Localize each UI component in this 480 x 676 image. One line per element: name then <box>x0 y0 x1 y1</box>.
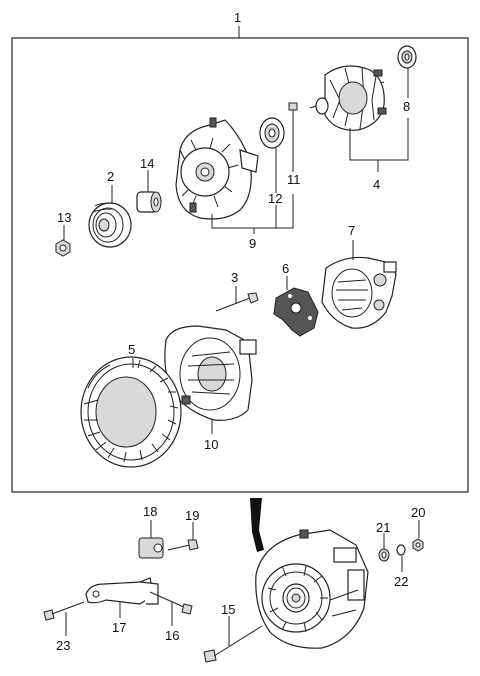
assembled-alternator[interactable] <box>255 529 369 649</box>
part-23-bolt[interactable] <box>43 601 85 621</box>
callout-6[interactable]: 6 <box>282 261 289 276</box>
callout-15[interactable]: 15 <box>221 602 235 617</box>
part-22-washer[interactable] <box>396 544 406 556</box>
callout-23[interactable]: 23 <box>56 638 70 653</box>
callout-9[interactable]: 9 <box>249 236 256 251</box>
callout-18[interactable]: 18 <box>143 504 157 519</box>
callout-19[interactable]: 19 <box>185 508 199 523</box>
part-12-bearing[interactable] <box>259 117 285 149</box>
assembly-frame <box>11 37 469 493</box>
callout-12[interactable]: 12 <box>268 191 282 206</box>
callout-5[interactable]: 5 <box>128 342 135 357</box>
part-13-nut[interactable] <box>55 239 71 257</box>
callout-17[interactable]: 17 <box>112 620 126 635</box>
callout-16[interactable]: 16 <box>165 628 179 643</box>
front-housing-top[interactable] <box>175 117 259 220</box>
callout-4[interactable]: 4 <box>373 177 380 192</box>
callout-10[interactable]: 10 <box>204 437 218 452</box>
part-4-rotor[interactable] <box>309 65 387 131</box>
part-5-stator[interactable] <box>80 356 182 468</box>
part-10-rear-housing[interactable] <box>164 325 257 421</box>
part-6-brush-holder[interactable] <box>273 287 319 337</box>
callout-21[interactable]: 21 <box>376 520 390 535</box>
bracket-9 <box>211 194 294 229</box>
part-8-bearing[interactable] <box>397 45 417 69</box>
part-7-rear-cover[interactable] <box>321 256 397 329</box>
part-11-screw[interactable] <box>288 102 298 118</box>
pointer-arrow <box>250 498 264 552</box>
part-18-bushing[interactable] <box>138 537 164 559</box>
part-19-bolt[interactable] <box>167 539 199 551</box>
part-14-spacer[interactable] <box>136 191 162 213</box>
callout-20[interactable]: 20 <box>411 505 425 520</box>
callout-8[interactable]: 8 <box>403 99 410 114</box>
callout-1[interactable]: 1 <box>234 10 241 25</box>
part-21-nut[interactable] <box>378 548 390 562</box>
part-20-nut[interactable] <box>412 538 424 552</box>
part-3-bolt[interactable] <box>215 292 259 312</box>
part-16-bolt[interactable] <box>149 591 193 615</box>
bracket-4 <box>349 118 409 172</box>
callout-22[interactable]: 22 <box>394 574 408 589</box>
callout-3[interactable]: 3 <box>231 270 238 285</box>
part-2-pulley[interactable] <box>88 202 132 248</box>
callout-13[interactable]: 13 <box>57 210 71 225</box>
callout-7[interactable]: 7 <box>348 223 355 238</box>
callout-2[interactable]: 2 <box>107 169 114 184</box>
callout-11[interactable]: 11 <box>287 172 301 187</box>
callout-14[interactable]: 14 <box>140 156 154 171</box>
part-17-bracket[interactable] <box>85 577 159 605</box>
part-15-bolt[interactable] <box>203 625 263 663</box>
